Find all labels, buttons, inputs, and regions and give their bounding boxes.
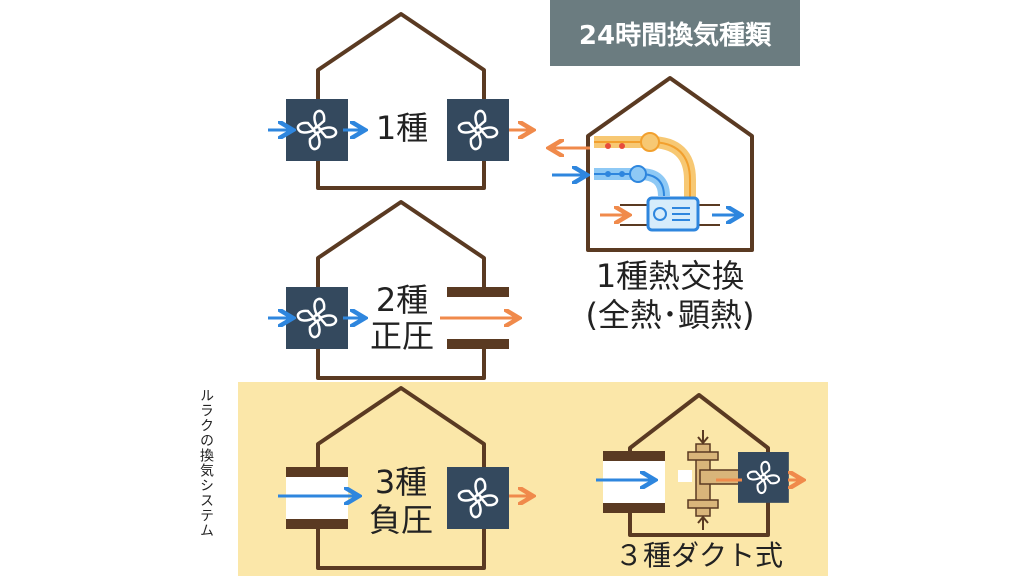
label-heat-exchange-line2: (全熱･顕熱) [585,296,755,334]
house-heat-exchange [552,76,754,252]
label-type2-line1: 2種 [375,281,429,319]
house-duct [596,393,800,537]
fan-icon [736,450,790,504]
fan-icon [445,97,511,163]
label-type3-line2: 負圧 [368,501,433,539]
label-heat-exchange-line1: 1種熱交換 [595,257,745,295]
fan-icon [445,465,511,531]
vent-opening-icon [603,451,665,513]
side-label: ルラクの換気システム [198,388,214,538]
label-type1: 1種 [375,109,429,147]
label-type2-line2: 正圧 [369,317,434,355]
label-type3-line1: 3種 [374,463,428,501]
fan-icon [284,285,350,351]
house-type2 [268,200,516,380]
fan-icon [284,97,350,163]
label-duct: ３種ダクト式 [614,539,783,572]
diagram-title: 24時間換気種類 [550,0,800,66]
house-type1 [268,12,530,190]
heat-exchanger-icon [594,132,720,232]
vent-opening-icon [286,467,348,529]
house-type3 [278,386,530,570]
